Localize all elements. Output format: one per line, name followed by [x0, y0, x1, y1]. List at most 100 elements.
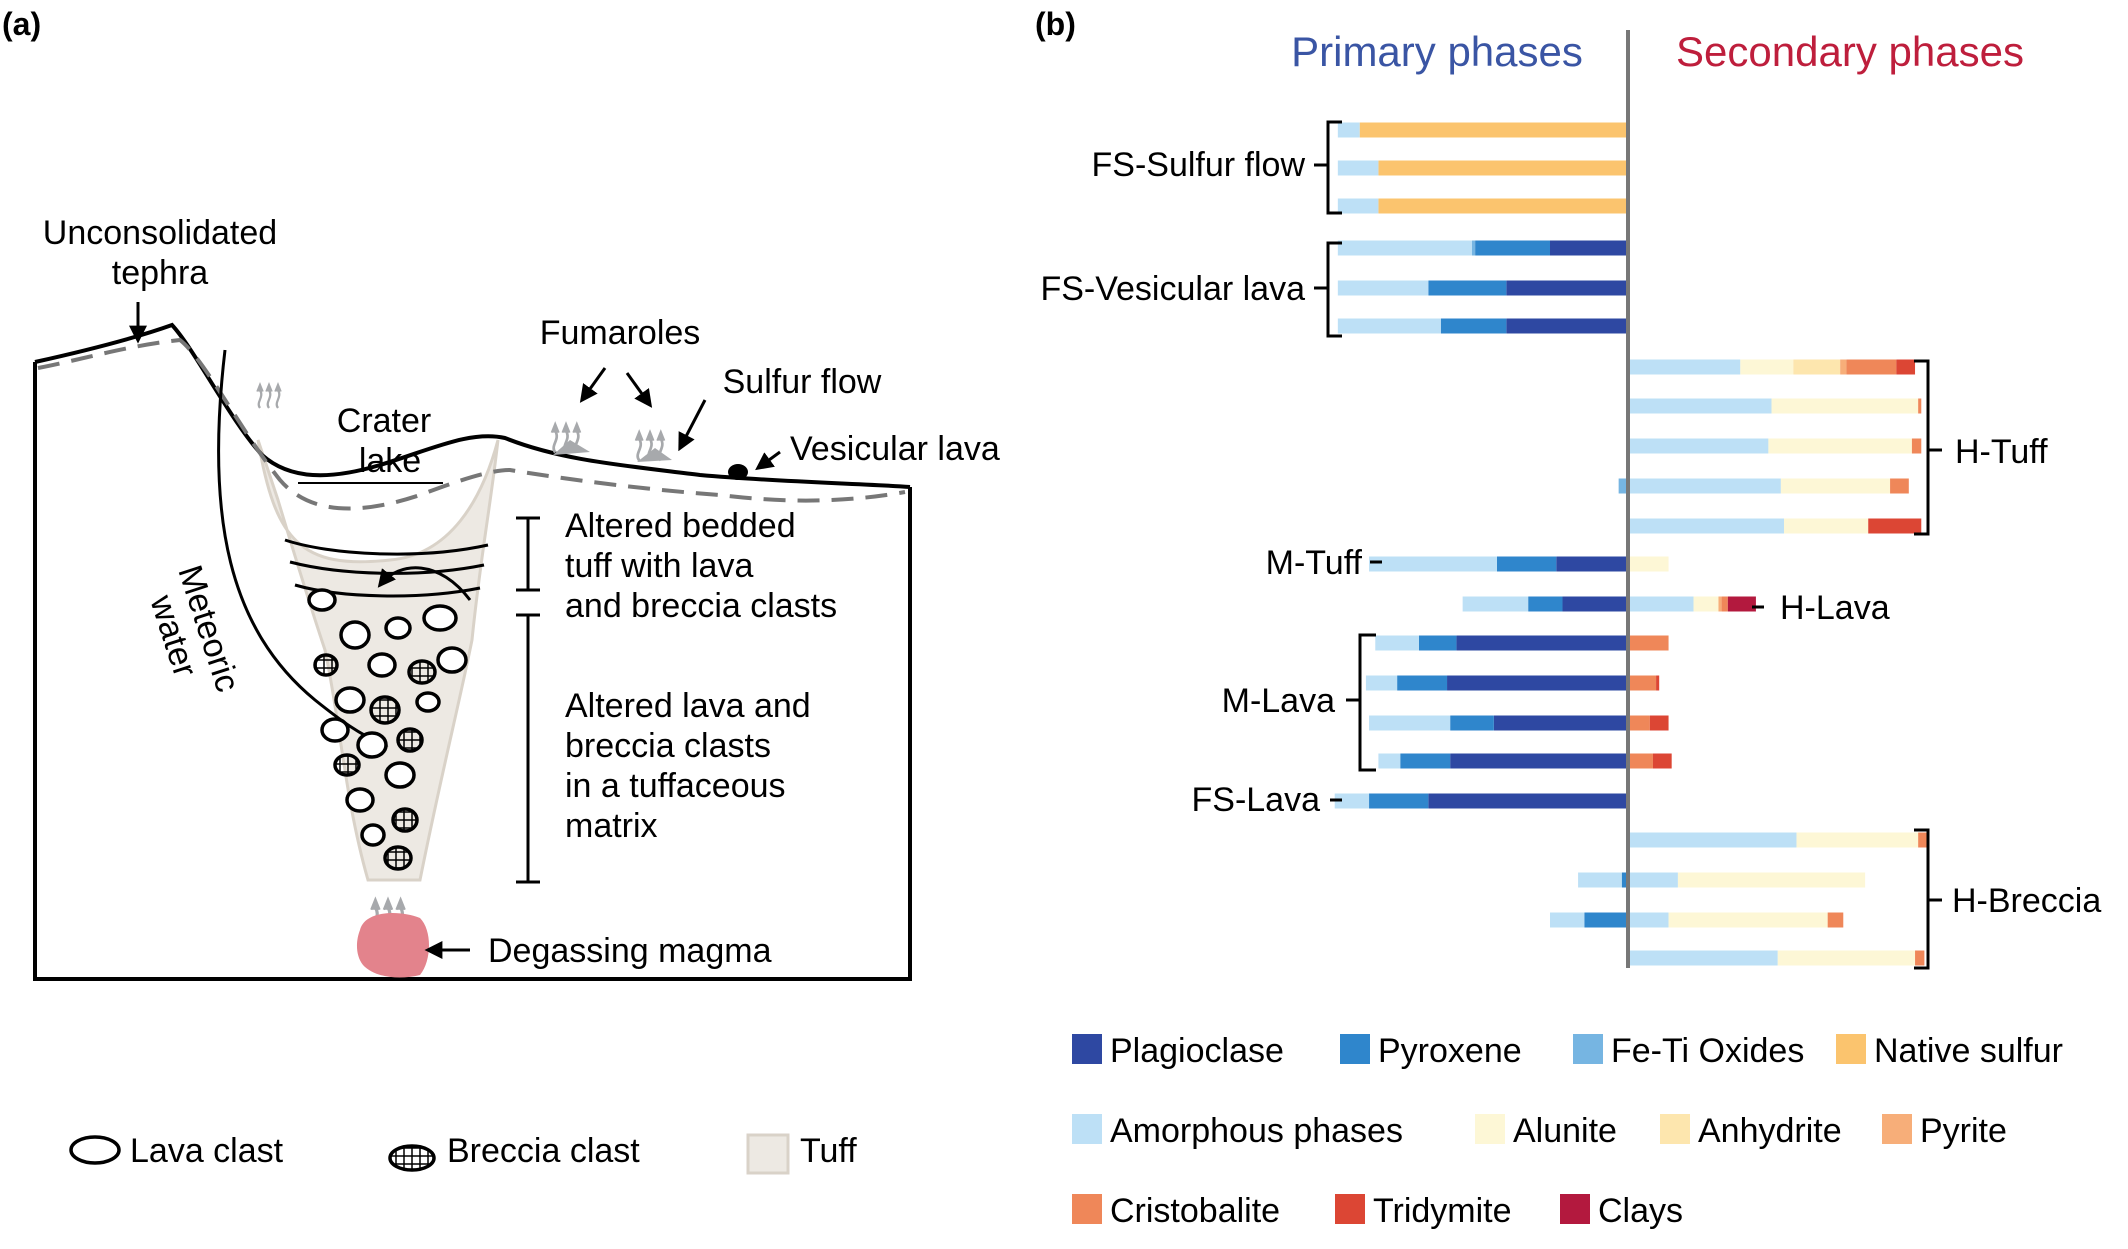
group-label-fs-vesicular-lava: FS-Vesicular lava — [1040, 270, 1305, 308]
bar-segment-amorphous-phases — [1578, 872, 1622, 888]
bar-segment-tridymite — [1868, 518, 1922, 534]
legend-swatch-tridymite — [1335, 1194, 1365, 1224]
legend-breccia-clast: Breccia clast — [447, 1132, 640, 1170]
fumarole-mound — [553, 440, 590, 455]
group-label-m-lava: M-Lava — [1222, 682, 1335, 720]
bar-segment-native-sulfur — [1378, 198, 1628, 214]
meteoric-flow-loop — [377, 566, 472, 601]
vesicular-lava-blob — [728, 464, 748, 480]
breccia-clast — [369, 695, 401, 725]
label-altered-bedded-3: and breccia clasts — [565, 587, 837, 625]
bar-segment-tridymite — [1652, 753, 1672, 769]
bar-segment-plagioclase — [1456, 635, 1628, 651]
legend-lava-clast: Lava clast — [130, 1132, 284, 1170]
label-altered-lava-2: breccia clasts — [565, 727, 771, 765]
bar-segment-clays — [1727, 596, 1756, 612]
group-brackets — [1314, 120, 1942, 970]
lava-clast — [356, 731, 388, 759]
legend-swatch-anhydrite — [1660, 1114, 1690, 1144]
group-label-fs-lava: FS-Lava — [1192, 781, 1321, 819]
label-sulfur-flow: Sulfur flow — [723, 363, 882, 401]
breccia-clast — [383, 845, 413, 871]
legend-label-fe-ti-oxides: Fe-Ti Oxides — [1611, 1032, 1804, 1070]
panel-b: (b) Primary phases Secondary phases FS-S… — [1035, 6, 2101, 1230]
lava-clast-swatch — [69, 1135, 121, 1165]
bar-segment-amorphous-phases — [1628, 398, 1772, 414]
label-fumaroles: Fumaroles — [540, 314, 701, 352]
bar-segment-native-sulfur — [1359, 122, 1628, 138]
bar-segment-plagioclase — [1493, 715, 1628, 731]
bar-segment-pyroxene — [1450, 715, 1494, 731]
dashed-boundary — [37, 337, 906, 511]
bar-segment-cristobalite — [1827, 912, 1844, 928]
lava-clast — [360, 823, 386, 847]
lava-clast — [320, 717, 350, 743]
callout-arrows — [129, 302, 781, 959]
ground-surface — [34, 322, 911, 489]
bar-segment-cristobalite — [1721, 596, 1728, 612]
bar-segment-amorphous-phases — [1337, 160, 1379, 176]
bar-segment-alunite — [1693, 596, 1719, 612]
bracket-m-lava — [1358, 633, 1376, 772]
bar-segment-amorphous-phases — [1378, 753, 1401, 769]
label-lake: lake — [359, 442, 421, 480]
lava-clast — [415, 691, 441, 713]
legend-swatch-amorphous-phases — [1072, 1114, 1102, 1144]
degassing-magma — [356, 913, 429, 978]
group-label-fs-sulfur-flow: FS-Sulfur flow — [1092, 146, 1306, 184]
fumarole-mound — [637, 448, 672, 462]
header-secondary-phases: Secondary phases — [1676, 28, 2024, 75]
bar-segment-cristobalite — [1628, 753, 1653, 769]
bar-segment-alunite — [1784, 518, 1869, 534]
legend-swatch-pyroxene — [1340, 1034, 1370, 1064]
bar-segment-pyroxene — [1496, 556, 1557, 572]
bar-segment-amorphous-phases — [1628, 872, 1678, 888]
label-altered-lava-1: Altered lava and — [565, 687, 811, 725]
bar-segment-amorphous-phases — [1369, 715, 1451, 731]
bar-segment-tridymite — [1656, 675, 1660, 691]
cross-section-frame — [33, 362, 912, 981]
depth-range-bars — [516, 516, 540, 884]
bar-segment-amorphous-phases — [1375, 635, 1419, 651]
bar-segment-amorphous-phases — [1550, 912, 1585, 928]
breccia-clast — [396, 727, 424, 753]
bar-segment-pyroxene — [1621, 872, 1628, 888]
bar-segment-amorphous-phases — [1628, 950, 1778, 966]
panel-b-label: (b) — [1035, 6, 1076, 42]
bar-segment-plagioclase — [1447, 675, 1628, 691]
lava-clast — [334, 686, 366, 714]
clasts — [307, 588, 468, 871]
bar-segment-cristobalite — [1628, 715, 1650, 731]
bar-segment-alunite — [1628, 556, 1669, 572]
lava-clast — [436, 646, 468, 674]
label-altered-lava-4: matrix — [565, 807, 658, 845]
bar-segment-amorphous-phases — [1369, 556, 1497, 572]
bar-segment-cristobalite — [1628, 635, 1669, 651]
bar-segment-cristobalite — [1915, 950, 1925, 966]
bar-segment-amorphous-phases — [1462, 596, 1529, 612]
bar-segment-plagioclase — [1556, 556, 1628, 572]
bar-segment-alunite — [1780, 478, 1891, 494]
lava-clast — [345, 787, 375, 813]
stacked-bars — [1334, 122, 1928, 966]
bar-segment-alunite — [1668, 912, 1828, 928]
label-altered-bedded-2: tuff with lava — [565, 547, 753, 585]
bar-segment-pyroxene — [1584, 912, 1628, 928]
bracket-fs-sulfur-flow — [1326, 120, 1342, 215]
bar-segment-amorphous-phases — [1628, 832, 1797, 848]
bar-segment-amorphous-phases — [1628, 518, 1784, 534]
panel-a-legend: Lava clast Breccia clast Tuff — [69, 1132, 857, 1175]
bar-segment-alunite — [1768, 438, 1912, 454]
bar-segment-fe-ti-oxides — [1618, 478, 1628, 494]
legend-swatch-fe-ti-oxides — [1573, 1034, 1603, 1064]
bar-segment-amorphous-phases — [1337, 280, 1429, 296]
bar-segment-pyroxene — [1528, 596, 1563, 612]
bar-segment-amorphous-phases — [1337, 318, 1441, 334]
bar-segment-plagioclase — [1550, 240, 1628, 256]
bar-segment-pyroxene — [1418, 635, 1457, 651]
lava-clast — [384, 761, 416, 789]
bar-segment-amorphous-phases — [1337, 198, 1379, 214]
legend-label-native-sulfur: Native sulfur — [1874, 1032, 2063, 1070]
legend-swatch-plagioclase — [1072, 1034, 1102, 1064]
